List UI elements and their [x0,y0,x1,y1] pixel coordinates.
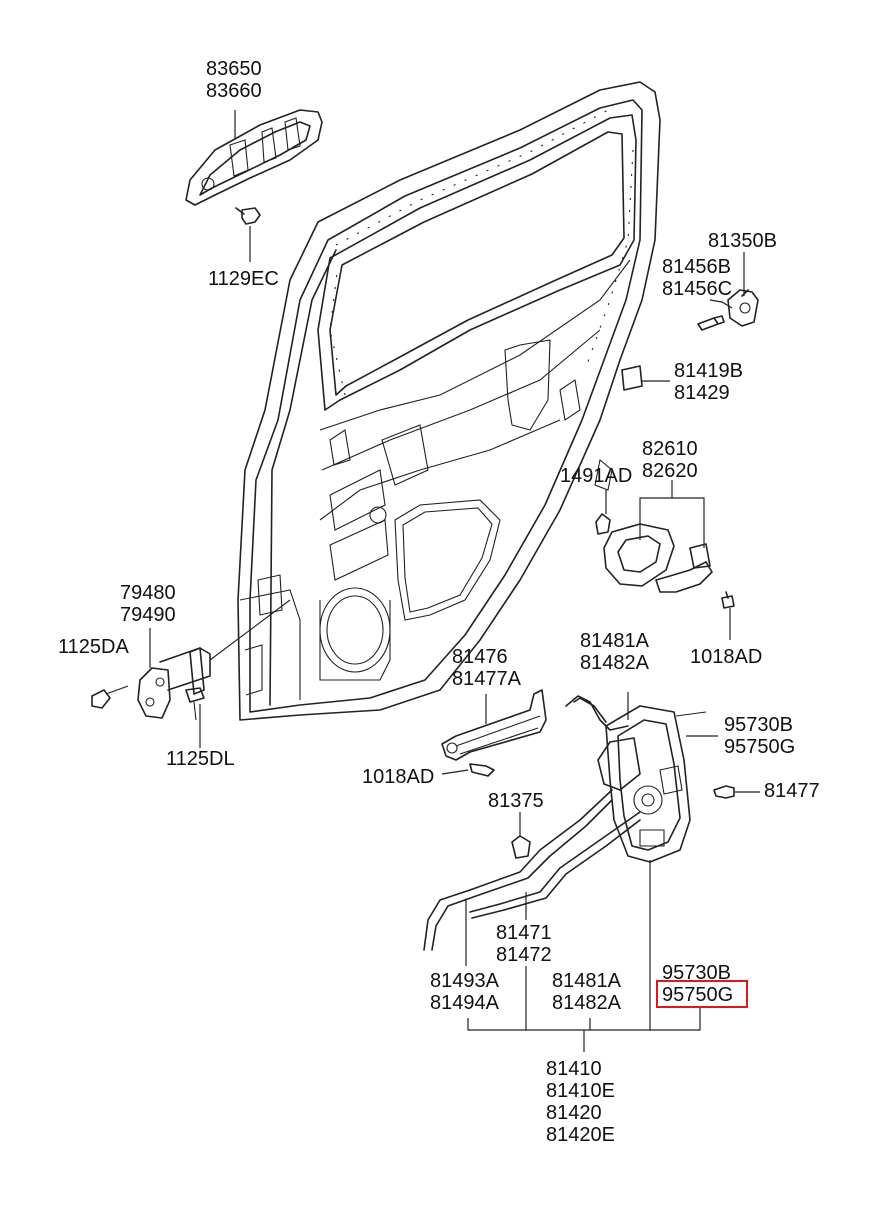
part-number: 81456C [662,278,733,300]
part-number: 81481A [580,630,649,652]
label-1129ec: 1129EC [208,268,279,290]
part-number: 95750G [724,736,796,758]
part-number: 83660 [206,80,262,102]
part-number: 95750G [662,984,734,1006]
cable-81493a [469,811,641,913]
part-number: 81494A [430,992,499,1014]
part-number: 81493A [430,970,499,992]
label-81350b: 81350B [708,230,777,252]
label-83650-group: 83650 83660 [206,58,262,102]
screw-1018ad-right [721,591,735,609]
cable-81471 [423,789,613,951]
door-check [137,599,291,719]
clip-81375 [511,835,531,859]
screw-81477 [713,785,735,799]
door-latch [597,705,707,863]
part-number: 79480 [120,582,176,604]
label-95730b-top-group: 95730B 95750G [724,714,795,758]
bracket-81476 [441,689,547,761]
part-number: 81456B [662,256,731,278]
label-81481a-top-group: 81481A 81482A [580,630,649,674]
part-number: 95730B [662,962,731,984]
label-81476-group: 81476 81477A [452,646,521,690]
part-number: 81477 [764,780,820,802]
part-number: 81472 [496,944,552,966]
screw-1129ec [235,207,261,225]
bolt-1018ad-left [469,763,495,777]
part-number: 81471 [496,922,552,944]
label-81493a-group: 81493A 81494A [430,970,499,1014]
label-79480-group: 79480 79490 [120,582,176,626]
part-number: 1491AD [560,465,633,487]
part-number: 81420 [546,1102,602,1124]
part-number: 81410 [546,1058,602,1080]
label-81481a-bottom-group: 81481A 81482A [552,970,621,1014]
part-number: 81410E [546,1080,615,1102]
part-number: 95730B [724,714,793,736]
label-95730b-bottom-group: 95730B 95750G [662,962,733,1006]
part-number: 82620 [642,460,698,482]
label-82610-group: 82610 82620 [642,438,698,482]
part-number: 81429 [674,382,730,404]
bolt-81456b [697,315,725,331]
label-81477: 81477 [764,780,820,802]
label-81410-group: 81410 81410E 81420 81420E [546,1058,615,1146]
part-number: 1129EC [208,268,279,290]
bolt-1125da [91,685,129,709]
bolt-1125dl [185,687,205,721]
part-number: 1125DL [166,748,235,770]
clip-1491ad [595,513,611,535]
label-1125da: 1125DA [58,636,129,658]
label-1125dl: 1125DL [166,748,235,770]
striker [727,289,759,327]
label-1018ad-left: 1018AD [362,766,434,788]
outside-handle [185,109,323,206]
part-number: 81375 [488,790,544,812]
highlight-box [656,980,748,1008]
door-panel [237,81,661,721]
part-number: 1125DA [58,636,129,658]
part-number: 81350B [708,230,777,252]
label-1018ad-right: 1018AD [690,646,762,668]
label-81419-group: 81419B 81429 [674,360,743,404]
part-number: 1018AD [690,646,763,668]
part-number: 81420E [546,1124,615,1146]
part-number: 81482A [552,992,621,1014]
part-number: 81476 [452,646,508,668]
label-81375: 81375 [488,790,544,812]
label-81471-group: 81471 81472 [496,922,552,966]
part-number: 79490 [120,604,176,626]
part-number: 83650 [206,58,262,80]
part-number: 81419B [674,360,743,382]
rod-81481a [565,695,629,731]
part-number: 1018AD [362,766,435,788]
part-number: 81482A [580,652,649,674]
part-number: 82610 [642,438,698,460]
label-1491ad: 1491AD [560,465,632,487]
inside-handle [603,523,713,593]
part-number: 81481A [552,970,621,992]
label-81456-group: 81456B 81456C [662,256,732,300]
part-number: 81477A [452,668,521,690]
pad [621,365,643,391]
